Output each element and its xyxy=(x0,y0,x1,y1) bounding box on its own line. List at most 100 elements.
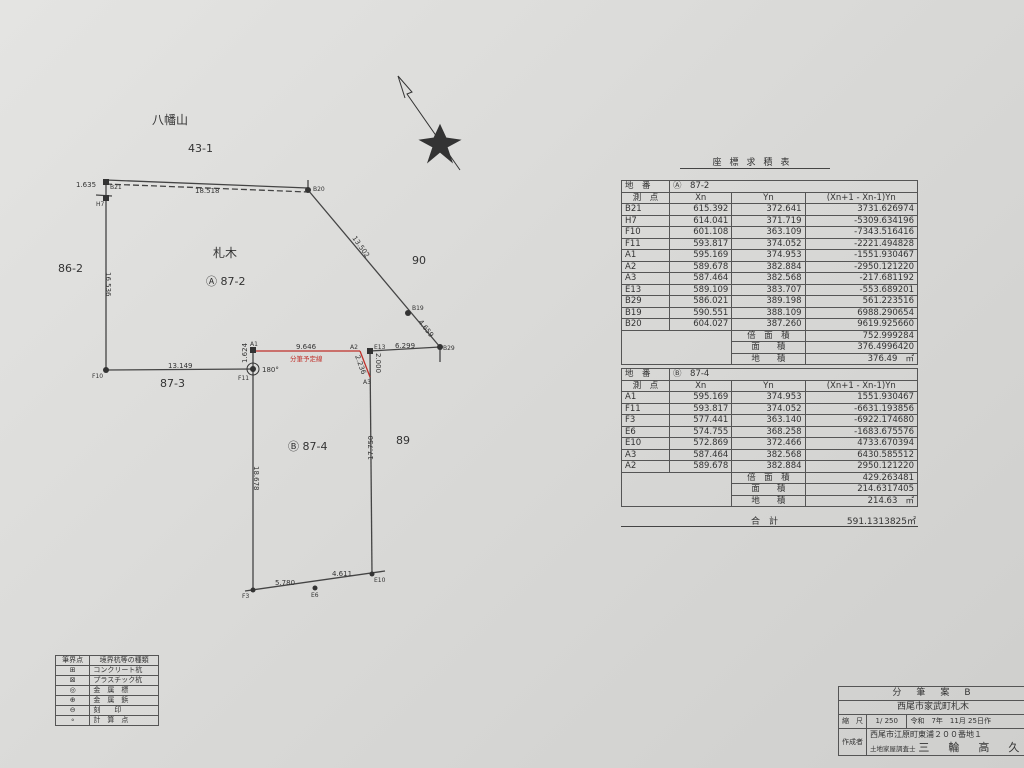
column-header: 測 点 xyxy=(620,191,671,204)
legend-item: ⊖刻 印 xyxy=(54,705,159,716)
legend-item: ⊠プラスチック杭 xyxy=(54,675,159,686)
label-86-2: 86-2 xyxy=(58,262,83,275)
column-header: Yn xyxy=(731,191,806,204)
yn-value: 372.466 xyxy=(731,437,806,450)
point-B20: B20 xyxy=(313,186,325,193)
point-name: A3 xyxy=(620,448,671,461)
point-E13: E13 xyxy=(374,344,386,351)
summary-value: 214.63 ㎡ xyxy=(804,494,919,507)
product-value: -2221.494828 xyxy=(804,237,919,250)
blank-cell xyxy=(620,471,733,507)
legend-label: 刻 印 xyxy=(89,705,159,716)
product-value: -6631.193856 xyxy=(804,402,919,415)
product-value: -7343.516416 xyxy=(804,226,919,239)
summary-number: 429.263481 xyxy=(862,472,914,483)
compass-star-icon xyxy=(418,123,462,164)
distance-b19-b29: 4.659 xyxy=(416,318,435,339)
distance-a1-f11: 1.624 xyxy=(241,342,249,363)
xn-value: 574.755 xyxy=(669,425,733,438)
blank-cell xyxy=(620,329,733,365)
yn-value: 382.568 xyxy=(731,448,806,461)
xn-value: 589.678 xyxy=(669,260,733,273)
summary-number: 214.63 xyxy=(867,495,898,506)
point-name: A3 xyxy=(620,272,671,285)
legend-item: ⊕金 属 鋲 xyxy=(54,695,159,706)
point-F11: F11 xyxy=(238,375,249,382)
xn-value: 595.169 xyxy=(669,249,733,262)
marker-symbol-icon: ⊕ xyxy=(54,695,91,706)
point-name: F3 xyxy=(620,414,671,427)
xn-value: 601.108 xyxy=(669,226,733,239)
point-E10: E10 xyxy=(374,577,386,584)
marker-symbol-icon: ⊞ xyxy=(54,665,91,676)
legend-header-point: 筆界点 xyxy=(54,655,91,666)
unit: ㎡ xyxy=(905,353,914,364)
parcel-number: Ⓐ 87-2 xyxy=(669,180,918,193)
legend-label: 金 属 鋲 xyxy=(89,695,159,706)
point-name: B20 xyxy=(620,318,671,331)
xn-value: 586.021 xyxy=(669,295,733,308)
distance-e13-a3: 2.000 xyxy=(374,353,382,373)
total-label: 合 計 xyxy=(751,517,779,527)
point-B29: B29 xyxy=(443,345,455,352)
point-H7: H7 xyxy=(96,201,105,208)
author-name: 三 輪 高 久 xyxy=(918,740,1024,754)
summary-value: 429.263481 xyxy=(804,471,919,484)
label-angle: 180° xyxy=(262,366,279,374)
total-row: 合 計 591.1313825㎡ xyxy=(621,512,918,527)
yn-value: 363.109 xyxy=(731,226,806,239)
product-value: -1683.675576 xyxy=(804,425,919,438)
yn-value: 388.109 xyxy=(731,306,806,319)
summary-label: 倍 面 積 xyxy=(731,329,806,342)
parcel-boundaries xyxy=(95,179,441,592)
distance-b21-h7: 1.635 xyxy=(76,181,96,189)
summary-value: 376.49 ㎡ xyxy=(804,352,919,365)
summary-number: 376.4996420 xyxy=(857,342,914,352)
point-name: E6 xyxy=(620,425,671,438)
xn-value: 604.027 xyxy=(669,318,733,331)
summary-number: 376.49 xyxy=(867,353,898,364)
yn-value: 363.140 xyxy=(731,414,806,427)
marker-symbol-icon: ∘ xyxy=(54,715,91,726)
location: 西尾市家武町札木 xyxy=(838,700,1024,715)
distance-e6-e10: 4.611 xyxy=(332,570,352,578)
label-parcel-a: Ⓐ 87-2 xyxy=(206,275,245,288)
legend-item: ⊞コンクリート杭 xyxy=(54,665,159,676)
column-header: (Xn+1 - Xn-1)Yn xyxy=(804,379,919,392)
drawing-title: 分 筆 案 B xyxy=(838,686,1024,701)
label-hachimanyama: 八幡山 xyxy=(152,112,188,127)
distance-b20-b19: 13.502 xyxy=(350,235,371,260)
yn-value: 382.884 xyxy=(731,460,806,473)
column-header: Yn xyxy=(731,379,806,392)
scale-label: 縮 尺 xyxy=(838,714,867,729)
parcel-label: 地 番 xyxy=(620,368,671,381)
north-arrow xyxy=(397,75,462,171)
product-value: -217.681192 xyxy=(804,272,919,285)
xn-value: 587.464 xyxy=(669,448,733,461)
distance-f3-e6: 5.780 xyxy=(275,579,295,587)
point-name: F11 xyxy=(620,402,671,415)
yn-value: 374.052 xyxy=(731,237,806,250)
xn-value: 589.678 xyxy=(669,460,733,473)
yn-value: 387.260 xyxy=(731,318,806,331)
point-F10: F10 xyxy=(92,373,103,380)
product-value: -2950.121220 xyxy=(804,260,919,273)
author-label: 作成者 xyxy=(838,728,867,756)
distance-a1-a2: 9.646 xyxy=(296,343,317,351)
column-header: 測 点 xyxy=(620,379,671,392)
label-43-1: 43-1 xyxy=(188,142,213,155)
